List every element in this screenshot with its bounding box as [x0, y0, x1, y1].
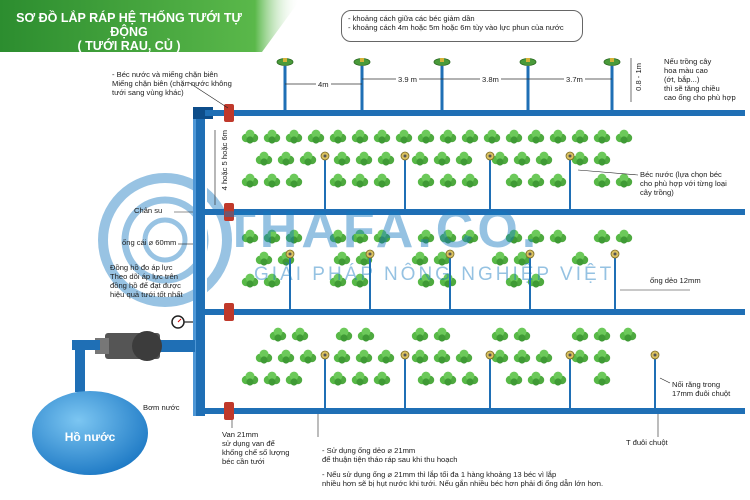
spacing-note: - khoảng cách giữa các béc giảm dần - kh…: [348, 14, 564, 32]
title-banner: [0, 0, 300, 52]
label-riser-height: 0.8 - 1m: [634, 63, 643, 91]
lateral-pipes: [205, 110, 745, 414]
pump-icon: [95, 331, 162, 361]
label-pump: Bơm nước: [143, 403, 180, 412]
label-hose-12mm: ống dẻo 12mm: [650, 276, 701, 285]
dimension-label-1: 4m: [316, 80, 331, 89]
label-pressure-gauge: Đồng hồ đo áp lực Theo dõi áp lực trên đ…: [110, 263, 183, 299]
dimension-label-3: 3.8m: [480, 75, 501, 84]
dimension-label-2: 3.9 m: [396, 75, 419, 84]
label-tall-crops: Nếu trồng cây hoa màu cao (ớt, bắp...) t…: [664, 57, 736, 102]
watermark-slogan: GIẢI PHÁP NÔNG NGHIỆP VIỆT: [254, 264, 615, 285]
label-bec-chan-bien: - Béc nước và miếng chặn biên Miếng chặn…: [112, 70, 232, 97]
watermark-brand: THAFA.CO.: [224, 201, 541, 259]
label-t-mouse-tail: T đuôi chuột: [626, 438, 668, 447]
label-valve: Van 21mm sử dụng van để khống chế số lượ…: [222, 430, 290, 466]
spacing-note-box: [341, 10, 583, 42]
label-sprinkler-choice: Béc nước (lựa chọn béc cho phù hợp với t…: [640, 170, 727, 197]
label-main-pipe: ống cái ⌀ 60mm: [122, 238, 177, 247]
leader-lines: [174, 81, 690, 437]
row-risers: [289, 158, 656, 408]
label-tank: Hồ nước: [64, 430, 116, 444]
dimension-label-4: 3.7m: [564, 75, 585, 84]
bottom-note: - Nếu sử dụng ống ⌀ 21mm thì lắp tối đa …: [322, 470, 604, 488]
top-sprinklers: [283, 66, 614, 110]
label-hose-21mm: - Sử dụng ống dẻo ⌀ 21mm để thuận tiện t…: [322, 446, 458, 464]
label-mouse-tail-thread: Nối răng trong 17mm đuôi chuột: [672, 380, 731, 398]
water-tank-icon: [32, 391, 148, 475]
label-row-spacing: 4 hoặc 5 hoặc 6m: [220, 130, 229, 191]
valves: [224, 104, 234, 420]
page-title: SƠ ĐỒ LẮP RÁP HỆ THỐNG TƯỚI TỰ ĐỘNG ( TƯ…: [16, 11, 242, 53]
label-chan-su: Chân su: [134, 206, 163, 215]
